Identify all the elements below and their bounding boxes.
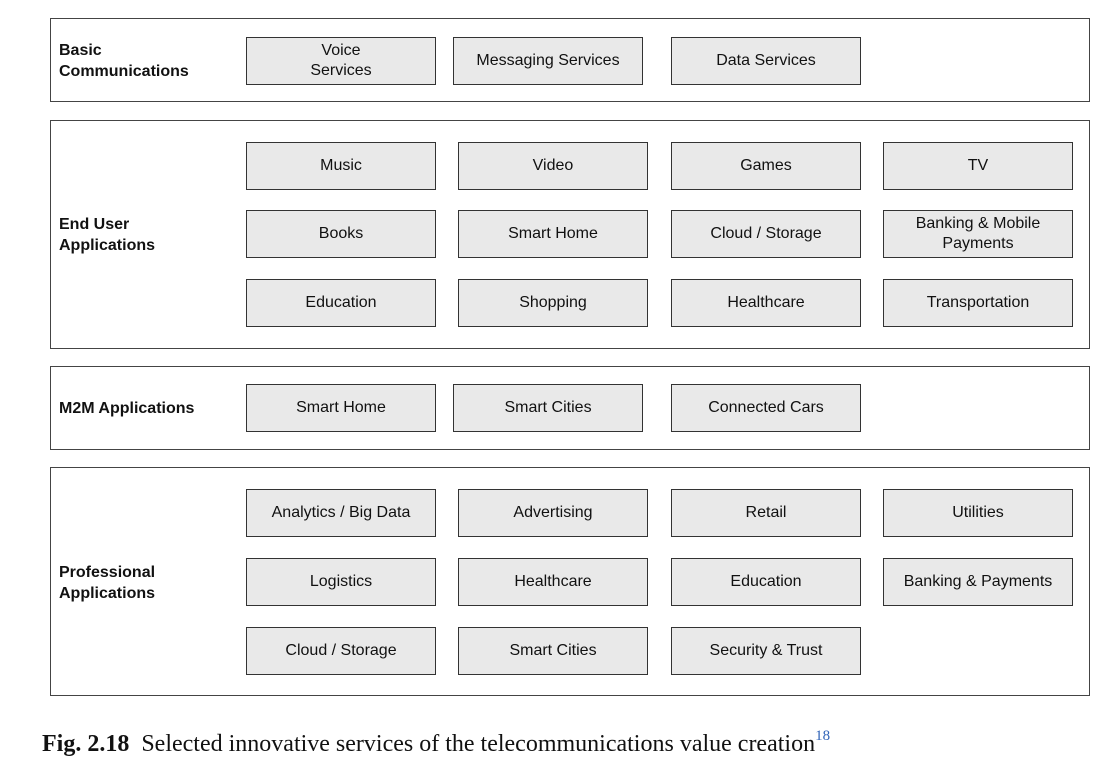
service-box: Education xyxy=(246,279,436,327)
section-label: End User Applications xyxy=(59,216,156,254)
service-box: Smart Cities xyxy=(453,384,643,432)
service-box: Security & Trust xyxy=(671,627,861,675)
service-box: Games xyxy=(671,142,861,190)
service-box: Education xyxy=(671,558,861,606)
service-box: Smart Home xyxy=(458,210,648,258)
figure-caption: Fig. 2.18 Selected innovative services of… xyxy=(42,728,830,760)
service-box: Retail xyxy=(671,489,861,537)
service-box: Connected Cars xyxy=(671,384,861,432)
service-box: Books xyxy=(246,210,436,258)
service-box: TV xyxy=(883,142,1073,190)
service-box: Cloud / Storage xyxy=(671,210,861,258)
figure-number: Fig. 2.18 xyxy=(42,731,130,757)
service-box: Transportation xyxy=(883,279,1073,327)
service-box: Messaging Services xyxy=(453,37,643,85)
service-box: Smart Home xyxy=(246,384,436,432)
caption-text: Selected innovative services of the tele… xyxy=(141,731,816,757)
service-box: Music xyxy=(246,142,436,190)
section-label: M2M Applications xyxy=(59,400,195,417)
service-box: Utilities xyxy=(883,489,1073,537)
service-box: Analytics / Big Data xyxy=(246,489,436,537)
service-box: Data Services xyxy=(671,37,861,85)
service-box: Logistics xyxy=(246,558,436,606)
service-box: Voice Services xyxy=(246,37,436,85)
service-box: Smart Cities xyxy=(458,627,648,675)
service-box: Healthcare xyxy=(458,558,648,606)
service-box: Advertising xyxy=(458,489,648,537)
section-label: Professional Applications xyxy=(59,564,156,602)
service-box: Cloud / Storage xyxy=(246,627,436,675)
section-label: Basic Communications xyxy=(59,42,189,80)
footnote-reference[interactable]: 18 xyxy=(815,728,831,744)
section-m2m-applications: M2M Applications xyxy=(50,366,1090,450)
service-box: Video xyxy=(458,142,648,190)
service-box: Banking & Mobile Payments xyxy=(883,210,1073,258)
service-box: Healthcare xyxy=(671,279,861,327)
service-box: Banking & Payments xyxy=(883,558,1073,606)
service-box: Shopping xyxy=(458,279,648,327)
